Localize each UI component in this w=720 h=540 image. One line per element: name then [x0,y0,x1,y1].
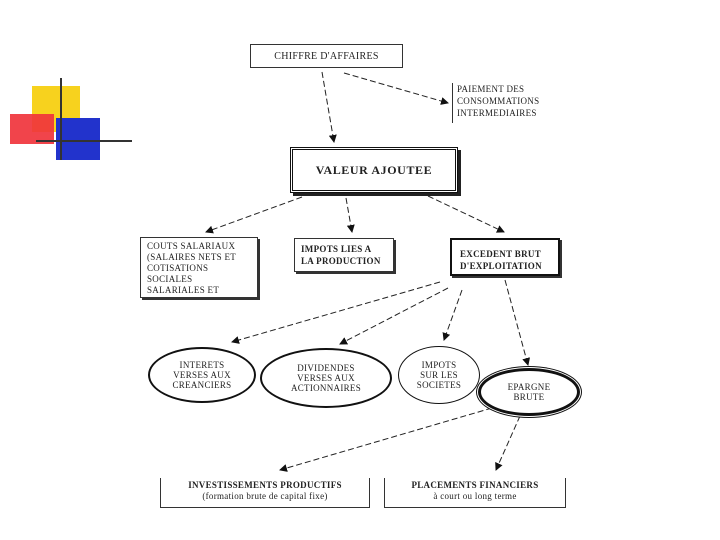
node-epargne-line-1: EPARGNE [507,382,551,392]
node-epargne-line-2: BRUTE [513,392,545,402]
node-dividendes-line-1: DIVIDENDES [297,363,355,373]
arrow-ca-va [321,71,337,143]
node-impots-societes-line-2: SUR LES [420,370,458,380]
node-chiffre-affaires-label: CHIFFRE D'AFFAIRES [274,51,379,62]
arrow-ebe-interets [231,281,441,344]
node-investissements: INVESTISSEMENTS PRODUCTIFS (formation br… [160,478,370,508]
deco-red-square [10,114,54,144]
node-dividendes-line-2: VERSES AUX [297,373,355,383]
node-epargne-brute: EPARGNE BRUTE [478,368,580,416]
arrow-va-ebe [427,195,505,233]
node-investissements-line-2: (formation brute de capital fixe) [202,491,328,501]
node-consommations-line-2: CONSOMMATIONS [457,96,540,106]
node-interets-line-3: CREANCIERS [172,380,232,390]
node-investissements-line-1: INVESTISSEMENTS PRODUCTIFS [188,480,342,490]
node-dividendes: DIVIDENDES VERSES AUX ACTIONNAIRES [260,348,392,408]
node-impots-societes-line-1: IMPOTS [421,360,457,370]
arrow-ebe-impots-soc [442,289,463,341]
node-couts-salariaux: COUTS SALARIAUX (SALAIRES NETS ET COTISA… [140,237,258,298]
node-impots-production: IMPOTS LIES A LA PRODUCTION [294,238,394,272]
arrow-va-couts [205,196,303,234]
node-ebe-line-2: D'EXPLOITATION [460,261,542,271]
node-impots-production-line-1: IMPOTS LIES A [301,244,372,254]
deco-horizontal-line [36,140,132,142]
node-consommations-line-1: PAIEMENT DES [457,84,525,94]
arrow-ebe-epargne [504,279,531,366]
node-interets-line-2: VERSES AUX [173,370,231,380]
node-placements-line-2: à court ou long terme [433,491,517,501]
arrow-va-impots [345,197,355,233]
node-couts-line-1: COUTS SALARIAUX [147,241,236,251]
node-interets: INTERETS VERSES AUX CREANCIERS [148,347,256,403]
node-consommations-line-3: INTERMEDIAIRES [457,108,537,118]
node-couts-line-4: SOCIALES [147,274,193,284]
node-chiffre-affaires: CHIFFRE D'AFFAIRES [250,44,403,68]
arrow-ebe-dividendes [339,287,449,345]
node-impots-societes-line-3: SOCIETES [416,380,462,390]
node-placements-line-1: PLACEMENTS FINANCIERS [411,480,539,490]
arrow-epargne-invest [279,407,493,472]
node-valeur-ajoutee: VALEUR AJOUTEE [290,147,458,193]
arrow-epargne-placements [495,415,521,471]
deco-vertical-line [60,78,62,160]
arrow-ca-conso [343,72,449,105]
node-couts-line-3: COTISATIONS [147,263,209,273]
node-impots-production-line-2: LA PRODUCTION [301,256,381,266]
node-dividendes-line-3: ACTIONNAIRES [290,383,362,393]
node-placements: PLACEMENTS FINANCIERS à court ou long te… [384,478,566,508]
node-impots-societes: IMPOTS SUR LES SOCIETES [398,346,480,404]
node-ebe: EXCEDENT BRUT D'EXPLOITATION [450,238,560,276]
node-ebe-line-1: EXCEDENT BRUT [460,249,542,259]
node-interets-line-1: INTERETS [179,360,225,370]
node-valeur-ajoutee-label: VALEUR AJOUTEE [315,163,433,177]
node-couts-line-2: (SALAIRES NETS ET [147,252,237,262]
node-couts-line-5: SALARIALES ET [147,285,220,295]
node-consommations: PAIEMENT DES CONSOMMATIONS INTERMEDIAIRE… [452,83,564,123]
deco-blue-square [56,118,100,160]
